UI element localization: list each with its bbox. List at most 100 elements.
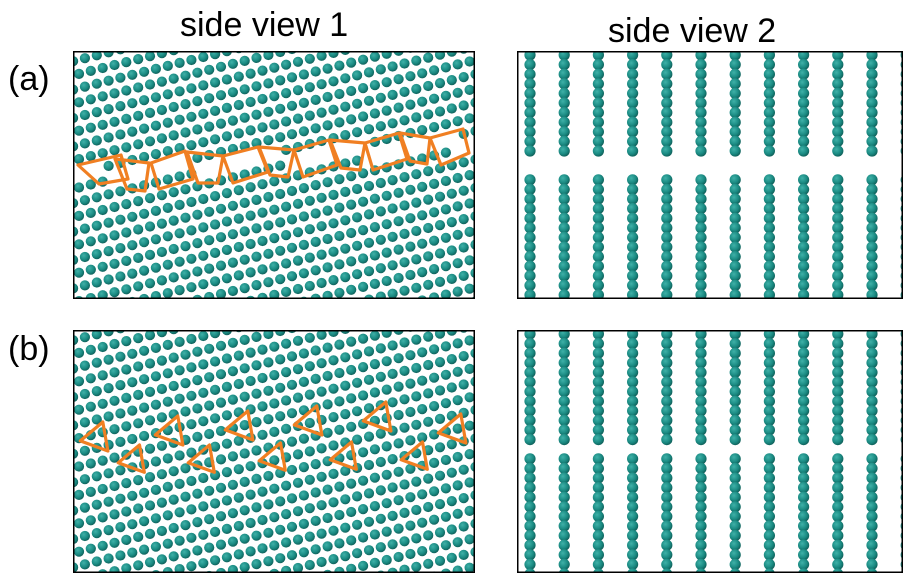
atom [798, 453, 810, 465]
atom [832, 222, 844, 234]
atom [627, 126, 639, 138]
atom [186, 447, 197, 458]
atom [91, 414, 102, 425]
atom [763, 87, 775, 99]
atom [275, 217, 286, 228]
atom [180, 70, 191, 81]
atom [387, 454, 398, 465]
atom [452, 286, 463, 297]
atom [79, 109, 90, 121]
atom [292, 562, 304, 573]
atom [363, 95, 375, 106]
atom [239, 334, 250, 345]
atom [369, 250, 380, 261]
atom [464, 534, 475, 545]
atom [281, 258, 292, 269]
atom [310, 265, 321, 276]
atom [286, 72, 298, 83]
atom [375, 121, 386, 132]
atom [304, 361, 315, 372]
atom [127, 405, 138, 416]
atom [133, 139, 144, 150]
atom [109, 88, 120, 99]
atom [251, 331, 262, 342]
atom [269, 204, 280, 215]
atom [304, 53, 315, 64]
atom [97, 119, 108, 130]
atom [524, 68, 536, 80]
atom [627, 51, 639, 61]
atom [381, 330, 392, 338]
atom [798, 116, 810, 128]
atom [464, 56, 475, 67]
atom [227, 285, 238, 297]
atom [180, 491, 191, 502]
atom [162, 60, 173, 71]
atom [446, 103, 457, 114]
atom [592, 107, 604, 119]
atom [866, 270, 878, 282]
atom [440, 62, 451, 73]
atom [832, 424, 844, 436]
atom [334, 509, 345, 521]
atom [798, 472, 810, 484]
atom [79, 445, 90, 456]
atom [832, 279, 844, 291]
atom [832, 462, 844, 474]
atom [832, 87, 844, 99]
atom [346, 364, 357, 376]
atom [695, 549, 707, 561]
atom [233, 435, 244, 446]
atom [440, 204, 451, 215]
atom [210, 134, 221, 145]
atom [340, 465, 351, 476]
atom [73, 376, 85, 387]
atom [150, 262, 161, 273]
atom [186, 54, 197, 66]
atom [729, 386, 741, 398]
atom [251, 280, 262, 291]
atom [440, 398, 451, 409]
atom [387, 288, 398, 299]
atom [139, 237, 150, 248]
atom [304, 417, 315, 429]
atom [798, 203, 810, 215]
atom [423, 416, 434, 427]
atom [464, 420, 475, 431]
atom [221, 74, 232, 85]
atom [322, 120, 333, 131]
defect-outline [149, 149, 195, 191]
atom [440, 90, 451, 101]
atom [798, 193, 810, 205]
panel-frame [73, 51, 475, 299]
atom [452, 87, 463, 98]
atom [322, 205, 333, 216]
atom [322, 484, 333, 495]
atom [464, 392, 475, 403]
atom [352, 491, 363, 502]
atom [298, 518, 309, 529]
atom [174, 393, 185, 404]
atom [168, 352, 179, 363]
atom [352, 548, 363, 559]
atom [363, 180, 375, 192]
atom [263, 385, 274, 396]
atom [387, 539, 398, 550]
atom [798, 482, 810, 494]
atom [198, 250, 209, 261]
atom [661, 405, 673, 417]
atom [79, 138, 90, 149]
atom [204, 542, 215, 553]
atom [156, 554, 167, 565]
atom [186, 253, 197, 264]
void-outline [116, 443, 146, 474]
atom [763, 405, 775, 417]
atom [592, 501, 604, 513]
atom [524, 491, 536, 503]
atom [352, 212, 363, 223]
atom [346, 478, 357, 489]
atom [239, 226, 250, 237]
atom [334, 367, 345, 379]
atom [186, 333, 197, 345]
